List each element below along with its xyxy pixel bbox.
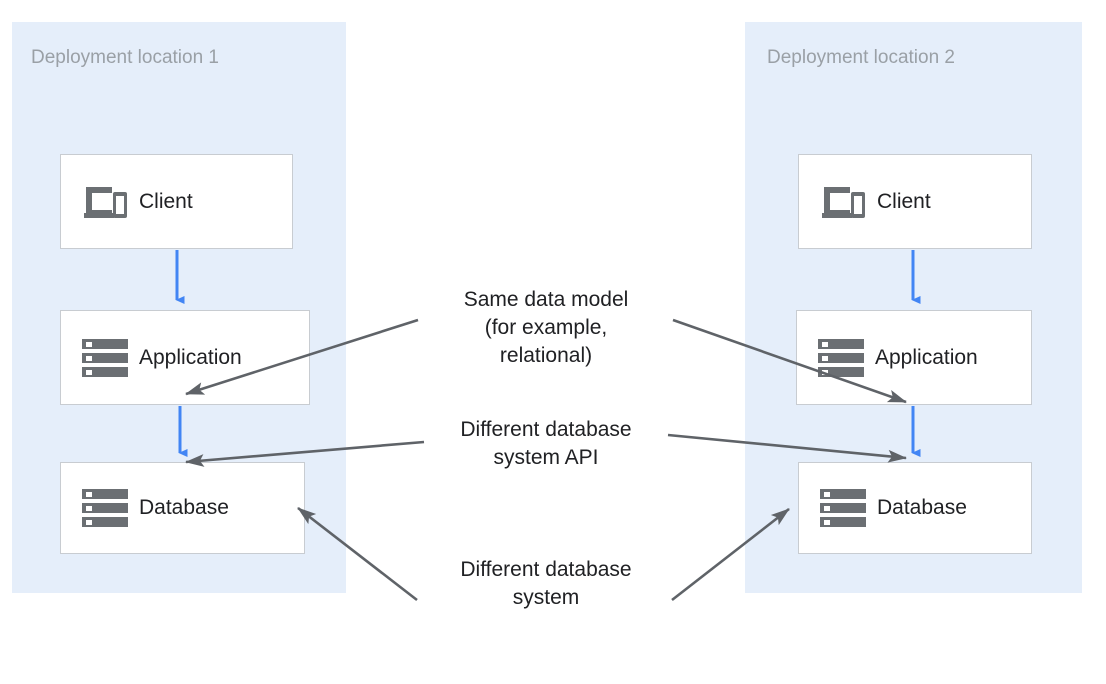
- annotation-line: Same data model: [463, 288, 629, 311]
- node-database-left[interactable]: Database: [60, 462, 305, 554]
- annotation-line: Different database: [460, 418, 632, 441]
- node-database-right[interactable]: Database: [798, 462, 1032, 554]
- devices-icon: [815, 183, 871, 221]
- server-stack-icon: [813, 337, 869, 379]
- devices-icon: [77, 183, 133, 221]
- annotation-line: (for example,: [484, 316, 608, 339]
- annotation-line: system: [512, 586, 580, 609]
- annotation-different-database-system-api: Different database system API: [428, 416, 664, 472]
- node-application-left[interactable]: Application: [60, 310, 310, 405]
- annotation-line: system API: [493, 446, 599, 469]
- node-application-left-label: Application: [139, 345, 242, 369]
- node-client-right[interactable]: Client: [798, 154, 1032, 249]
- node-application-right-label: Application: [875, 345, 978, 369]
- server-stack-icon: [815, 487, 871, 529]
- node-client-left-label: Client: [139, 189, 193, 213]
- annotation-different-database-system: Different database system: [428, 556, 664, 612]
- server-stack-icon: [77, 337, 133, 379]
- node-database-right-label: Database: [877, 496, 967, 519]
- node-database-left-label: Database: [139, 496, 229, 519]
- node-application-right[interactable]: Application: [796, 310, 1032, 405]
- server-stack-icon: [77, 487, 133, 529]
- deployment-zone-2-label: Deployment location 2: [767, 47, 955, 68]
- node-client-right-label: Client: [877, 189, 931, 213]
- node-client-left[interactable]: Client: [60, 154, 293, 249]
- annotation-line: Different database: [460, 558, 632, 581]
- annotation-line: relational): [499, 344, 593, 367]
- annotation-same-data-model: Same data model (for example, relational…: [428, 286, 664, 370]
- deployment-zone-1-label: Deployment location 1: [31, 47, 219, 68]
